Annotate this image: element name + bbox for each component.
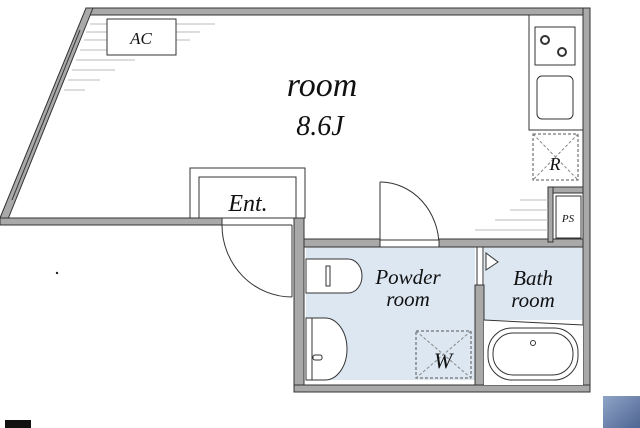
stove (534, 26, 576, 66)
ac-label: AC (129, 29, 152, 48)
bath-door[interactable] (476, 246, 484, 286)
washbasin (305, 317, 348, 381)
thumbnail-fragment (603, 396, 640, 428)
door-threshold (379, 239, 440, 248)
walls (0, 7, 591, 393)
refrigerator-space (532, 133, 579, 181)
sink (536, 75, 574, 120)
bathtub (483, 319, 584, 385)
toilet (305, 258, 363, 294)
ac-unit (106, 18, 177, 56)
washer-label: W (434, 348, 454, 373)
entrance-door[interactable] (221, 224, 293, 298)
powder-room-door[interactable] (379, 181, 440, 247)
powder-room-label-line2: room (386, 287, 430, 311)
washer-space (415, 330, 472, 379)
entrance-label: Ent. (227, 191, 267, 217)
dot-mark (55, 271, 59, 275)
bath-room-label-line1: Bath (513, 266, 553, 290)
bath-room-floor (484, 247, 582, 320)
refrigerator-label: R (549, 154, 561, 174)
powder-room-label-line1: Powder (374, 265, 441, 289)
room-size: 8.6J (296, 111, 345, 142)
pipe-space-label: PS (561, 213, 575, 225)
pipe-space (555, 195, 582, 239)
entrance-area (198, 176, 297, 219)
burner-icon (557, 47, 567, 57)
burner-icon (540, 35, 550, 45)
bath-room-label-line2: room (511, 288, 555, 312)
bath-door-swing (485, 252, 499, 271)
edge-mark (5, 420, 31, 428)
window (11, 29, 81, 201)
room-label: room (287, 67, 358, 104)
